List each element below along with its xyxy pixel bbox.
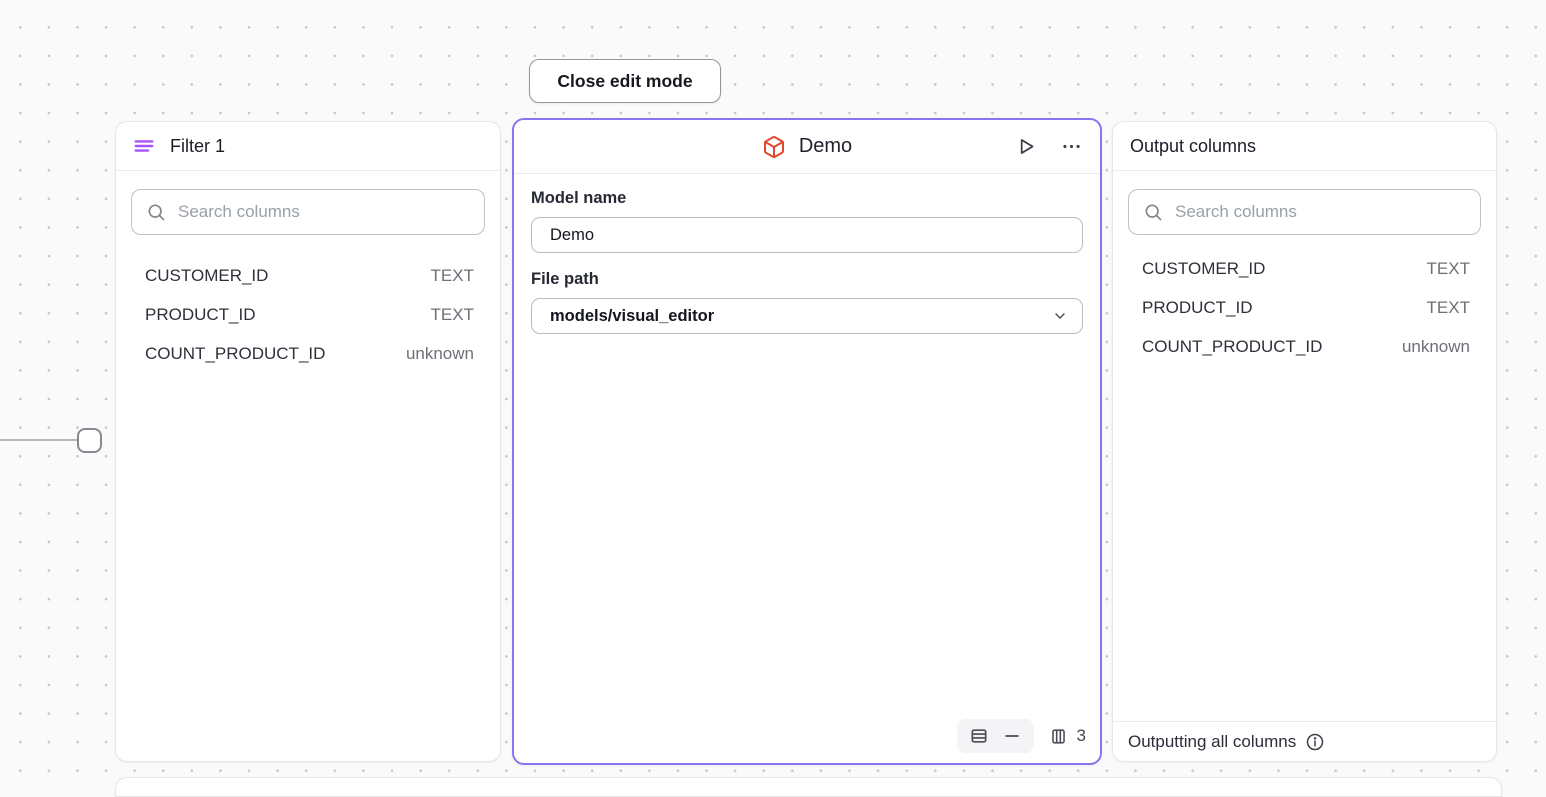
filter-icon bbox=[133, 135, 155, 157]
column-row[interactable]: COUNT_PRODUCT_ID unknown bbox=[116, 334, 500, 373]
column-type: TEXT bbox=[1426, 258, 1470, 278]
output-panel-title: Output columns bbox=[1130, 135, 1257, 156]
filter-panel-header: Filter 1 bbox=[116, 122, 500, 171]
column-type: unknown bbox=[405, 343, 474, 363]
model-panel-header: Demo bbox=[514, 120, 1100, 174]
model-name-input[interactable] bbox=[531, 217, 1083, 253]
model-cube-icon bbox=[762, 135, 786, 159]
output-footer: Outputting all columns bbox=[1113, 721, 1496, 761]
edge-connector-line bbox=[0, 439, 78, 441]
rows-view-button[interactable] bbox=[967, 724, 991, 748]
column-type: unknown bbox=[1401, 336, 1470, 356]
close-edit-mode-button[interactable]: Close edit mode bbox=[529, 59, 721, 103]
model-header-actions bbox=[1014, 120, 1084, 173]
output-footer-text: Outputting all columns bbox=[1128, 731, 1297, 751]
column-row[interactable]: CUSTOMER_ID TEXT bbox=[1113, 249, 1496, 288]
column-row[interactable]: COUNT_PRODUCT_ID unknown bbox=[1113, 327, 1496, 366]
column-name: CUSTOMER_ID bbox=[1142, 258, 1266, 278]
column-type: TEXT bbox=[1426, 297, 1470, 317]
column-row[interactable]: CUSTOMER_ID TEXT bbox=[116, 256, 500, 295]
column-row[interactable]: PRODUCT_ID TEXT bbox=[1113, 288, 1496, 327]
bottom-panel-edge bbox=[115, 777, 1502, 797]
file-path-value: models/visual_editor bbox=[550, 306, 715, 325]
column-type: TEXT bbox=[430, 265, 474, 285]
model-title-group: Demo bbox=[762, 135, 852, 159]
search-icon bbox=[146, 202, 166, 222]
search-icon bbox=[1143, 202, 1163, 222]
minus-icon bbox=[1002, 726, 1022, 746]
table-columns-icon bbox=[1049, 727, 1068, 746]
info-icon[interactable] bbox=[1305, 732, 1325, 752]
model-panel-body: Model name File path models/visual_edito… bbox=[514, 174, 1100, 349]
model-name-label: Model name bbox=[531, 189, 627, 207]
filter-search-box[interactable] bbox=[131, 189, 485, 235]
table-rows-icon bbox=[969, 726, 989, 746]
column-name: COUNT_PRODUCT_ID bbox=[145, 343, 326, 363]
collapse-button[interactable] bbox=[1000, 724, 1024, 748]
output-column-list: CUSTOMER_ID TEXT PRODUCT_ID TEXT COUNT_P… bbox=[1113, 249, 1496, 366]
output-search-box[interactable] bbox=[1128, 189, 1481, 235]
output-panel-header: Output columns bbox=[1113, 122, 1496, 171]
model-footer-controls: 3 bbox=[956, 719, 1086, 753]
edge-connector-handle[interactable] bbox=[77, 428, 102, 453]
model-node-panel[interactable]: Demo Model name File path bbox=[512, 118, 1102, 765]
output-columns-panel[interactable]: Output columns CUSTOMER_ID TEXT PRODUCT_… bbox=[1112, 121, 1497, 762]
more-options-button[interactable] bbox=[1059, 134, 1084, 159]
column-name: PRODUCT_ID bbox=[1142, 297, 1253, 317]
column-count-button[interactable]: 3 bbox=[1049, 726, 1086, 746]
filter-search-input[interactable] bbox=[178, 202, 470, 222]
model-panel-title: Demo bbox=[798, 135, 853, 157]
filter-column-list: CUSTOMER_ID TEXT PRODUCT_ID TEXT COUNT_P… bbox=[116, 256, 500, 373]
column-name: PRODUCT_ID bbox=[145, 304, 256, 324]
ellipsis-icon bbox=[1061, 136, 1082, 157]
file-path-select[interactable]: models/visual_editor bbox=[531, 298, 1083, 334]
output-search-input[interactable] bbox=[1175, 202, 1466, 222]
filter-node-panel[interactable]: Filter 1 CUSTOMER_ID TEXT PRODUCT_ID TEX… bbox=[115, 121, 501, 762]
view-toggle-pill bbox=[956, 719, 1034, 753]
column-name: COUNT_PRODUCT_ID bbox=[1142, 336, 1323, 356]
column-row[interactable]: PRODUCT_ID TEXT bbox=[116, 295, 500, 334]
filter-panel-title: Filter 1 bbox=[170, 135, 226, 156]
play-icon bbox=[1016, 136, 1037, 157]
run-model-button[interactable] bbox=[1014, 134, 1039, 159]
column-name: CUSTOMER_ID bbox=[145, 265, 269, 285]
chevron-down-icon bbox=[1052, 308, 1068, 324]
column-count-value: 3 bbox=[1076, 726, 1086, 745]
column-type: TEXT bbox=[430, 304, 474, 324]
file-path-label: File path bbox=[531, 270, 599, 288]
